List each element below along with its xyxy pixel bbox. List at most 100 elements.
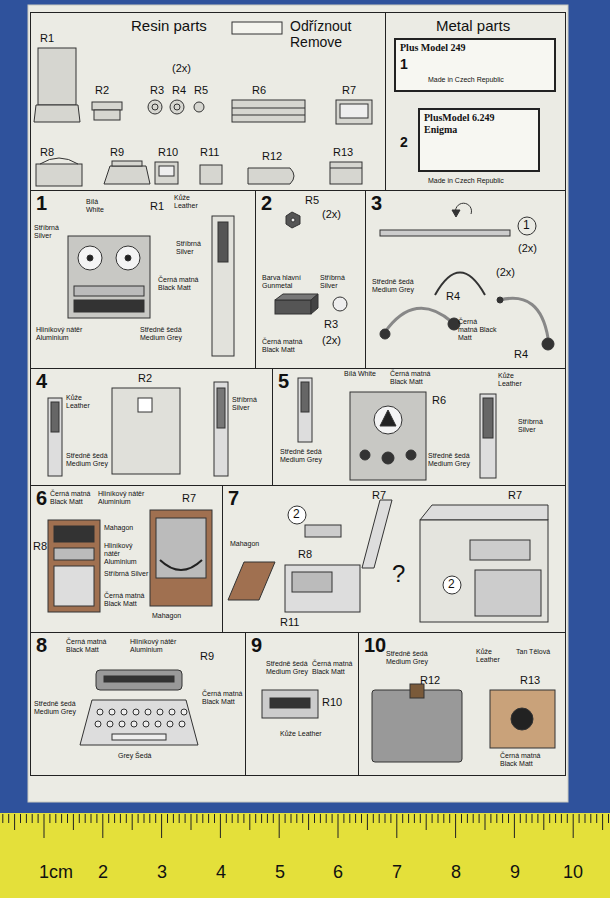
ruler-tick xyxy=(279,814,280,838)
part-label: R5 xyxy=(194,84,208,97)
ruler-tick xyxy=(32,814,33,823)
ruler-tick xyxy=(149,814,150,823)
ruler-tick xyxy=(567,814,568,823)
color-note: Grey Šedá xyxy=(118,752,160,760)
ruler-tick xyxy=(267,814,268,823)
color-note: Středně šedá Medium Grey xyxy=(386,650,434,666)
part-label: (2x) xyxy=(172,62,191,75)
part-label: (2x) xyxy=(518,242,537,255)
ruler-tick xyxy=(490,814,491,823)
step-number: 3 xyxy=(371,192,382,215)
part-label: R7 xyxy=(372,489,386,502)
ruler-tick xyxy=(579,814,580,823)
ruler-tick xyxy=(8,814,9,823)
ruler-tick xyxy=(243,814,244,823)
ruler-number: 1cm xyxy=(39,862,73,883)
part-label: R6 xyxy=(432,394,446,407)
ruler-tick xyxy=(255,814,256,823)
ruler-tick xyxy=(49,814,50,823)
color-note: Středně šedá Medium Grey xyxy=(266,660,310,676)
color-note: Černá matná Black Matt xyxy=(104,592,149,608)
ruler-tick xyxy=(138,814,139,823)
ruler-tick xyxy=(485,814,486,830)
color-note: Hliníkový nátěr Aluminium xyxy=(36,326,88,342)
ruler-tick xyxy=(585,814,586,823)
color-note: Tan Tělová xyxy=(516,648,556,656)
ruler-number: 5 xyxy=(275,862,285,883)
ruler-number: 10 xyxy=(563,862,583,883)
color-note: Stříbrná Silver xyxy=(518,418,562,434)
ruler-tick xyxy=(590,814,591,823)
part-label: 2 xyxy=(400,134,408,150)
color-note: Středně šedá Medium Grey xyxy=(34,700,76,716)
part-label: R10 xyxy=(158,146,178,159)
ruler-tick xyxy=(273,814,274,823)
color-note: Bílá White xyxy=(86,198,116,214)
part-label: R11 xyxy=(200,146,219,159)
part-label: Odříznout Remove xyxy=(290,18,380,50)
color-note: Kůže Leather xyxy=(280,730,322,738)
ruler-tick xyxy=(261,814,262,823)
ruler-tick xyxy=(296,814,297,823)
ruler-tick xyxy=(561,814,562,823)
color-note: Černá matná Black Matt xyxy=(66,638,112,654)
ruler-tick xyxy=(543,814,544,830)
ruler-tick xyxy=(432,814,433,823)
part-label: R2 xyxy=(138,372,152,385)
part-label: (2x) xyxy=(322,334,341,347)
ruler-tick xyxy=(461,814,462,823)
step-number: 6 xyxy=(36,487,47,510)
ruler-tick xyxy=(314,814,315,823)
ruler-tick xyxy=(402,814,403,823)
ruler-tick xyxy=(367,814,368,830)
part-label: R4 xyxy=(514,348,528,361)
ruler-tick xyxy=(526,814,527,823)
ruler-number: 9 xyxy=(510,862,520,883)
part-label: R8 xyxy=(40,146,54,159)
ruler-tick xyxy=(426,814,427,830)
color-note: Made in Czech Republic xyxy=(428,177,543,185)
ruler-tick xyxy=(202,814,203,823)
ruler-tick xyxy=(238,814,239,823)
color-note: Hliníkový nátěr Aluminium xyxy=(130,638,182,654)
color-note: Černá matná Black Matt xyxy=(458,318,498,342)
ruler-tick xyxy=(467,814,468,823)
part-label: R8 xyxy=(298,548,312,561)
ruler-tick xyxy=(532,814,533,823)
part-label: R2 xyxy=(95,84,109,97)
part-label: R3 xyxy=(150,84,164,97)
part-label: R1 xyxy=(150,200,164,213)
step-number: 5 xyxy=(278,370,289,393)
color-note: Středně šedá Medium Grey xyxy=(428,452,476,468)
part-label: (2x) xyxy=(496,266,515,279)
ruler-tick xyxy=(155,814,156,823)
color-note: Kůže Leather xyxy=(174,194,210,210)
part-label: R6 xyxy=(252,84,266,97)
ruler-number: 6 xyxy=(333,862,343,883)
ruler-tick xyxy=(61,814,62,823)
part-label: R4 xyxy=(446,290,460,303)
ruler-tick xyxy=(96,814,97,823)
ruler-tick xyxy=(185,814,186,823)
ruler-tick xyxy=(208,814,209,823)
ruler-tick xyxy=(455,814,456,838)
color-note: Kůže Leather xyxy=(498,372,538,388)
ruler-tick xyxy=(85,814,86,823)
part-label: R4 xyxy=(172,84,186,97)
color-note: Stříbrná Silver xyxy=(34,224,66,240)
ruler-tick xyxy=(520,814,521,823)
ruler-tick xyxy=(414,814,415,823)
color-note: Stříbrná Silver xyxy=(320,274,360,290)
ruler-tick xyxy=(220,814,221,838)
ruler-tick xyxy=(479,814,480,823)
color-note: Středně šedá Medium Grey xyxy=(280,448,328,464)
ruler-tick xyxy=(555,814,556,823)
step-number: 1 xyxy=(36,192,47,215)
part-label: R5 xyxy=(305,194,319,207)
ruler-tick xyxy=(302,814,303,823)
part-label: R9 xyxy=(110,146,124,159)
ruler-tick xyxy=(132,814,133,830)
color-note: Černá matná Black Matt xyxy=(202,690,244,706)
panel-heading: Resin parts xyxy=(131,17,207,34)
ruler-tick xyxy=(449,814,450,823)
